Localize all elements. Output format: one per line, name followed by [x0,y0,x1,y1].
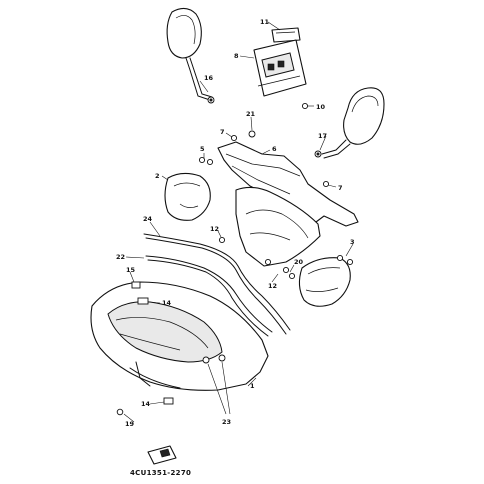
callout-22: 22 [116,253,125,261]
front-panel [90,281,269,391]
callout-23: 23 [222,418,231,426]
callouts: 16 11 8 10 21 17 7 5 6 2 7 24 12 3 22 20… [116,18,355,428]
meter-cover [271,27,301,43]
callout-21: 21 [246,110,256,118]
callout-10: 10 [316,103,326,111]
callout-12a: 12 [210,225,219,233]
callout-19: 19 [125,420,135,428]
callout-20: 20 [294,258,304,266]
mirror-bolt-right [314,150,322,158]
callout-6: 6 [272,145,277,153]
callout-7a: 7 [220,128,225,136]
left-mirror [166,7,213,101]
right-mirror [321,87,385,159]
callout-3: 3 [350,238,355,246]
callout-15: 15 [126,266,136,274]
meter-assembly [253,39,307,97]
front-small-cover [164,172,211,221]
callout-24: 24 [143,215,153,223]
callout-1: 1 [250,382,255,390]
handlebar-cover [217,141,359,267]
fasteners [116,130,354,416]
label-plate [147,445,177,465]
mirror-bolt-left [207,96,215,104]
right-side-cover [298,257,351,307]
diagram-code: 4CU1351-2270 [130,469,191,477]
callout-7b: 7 [338,184,343,192]
callout-17: 17 [318,132,327,140]
callout-11: 11 [260,18,270,26]
callout-14a: 14 [162,299,172,307]
callout-2: 2 [155,172,160,180]
leader-lines [123,21,354,423]
callout-16: 16 [204,74,214,82]
callout-8: 8 [234,52,239,60]
weatherstrip [143,233,291,337]
meter-screw [301,102,309,110]
callout-12b: 12 [268,282,277,290]
callout-14b: 14 [141,400,151,408]
callout-5: 5 [200,145,205,153]
